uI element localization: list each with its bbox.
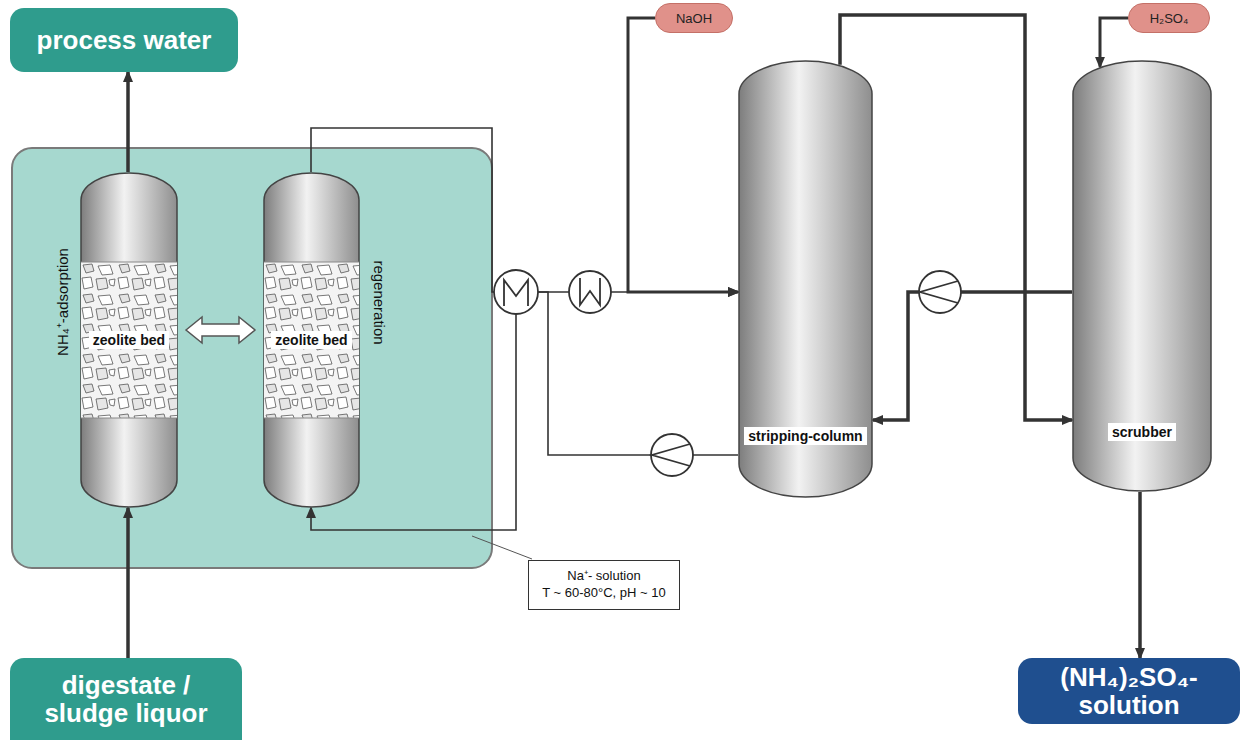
pump-symbol [651, 434, 693, 476]
node-label: H₂SO₄ [1150, 11, 1189, 26]
flow-line [1138, 492, 1142, 658]
node-label: Na⁺- solution [567, 568, 640, 585]
node-label: NaOH [676, 11, 712, 26]
column-side-label: NH₄⁺-adsorption [52, 248, 72, 356]
process-panel [12, 148, 492, 568]
chemical-input: NaOH [655, 3, 733, 33]
flow-line [126, 508, 130, 658]
zeolite-column: zeolite bedregeneration [263, 172, 360, 508]
pump-symbol [919, 271, 961, 313]
node-label: process water [25, 22, 224, 58]
node-label: digestate / sludge liquor [10, 667, 242, 731]
product-box: (NH₄)₂SO₄-solution [1018, 658, 1240, 724]
zeolite-column: NH₄⁺-adsorptionzeolite bed [80, 172, 178, 508]
inlet-box: digestate / sludge liquor [10, 658, 242, 740]
callout-box: Na⁺- solutionT ~ 60-80°C, pH ~ 10 [528, 560, 680, 610]
column-side-label: regeneration [370, 260, 387, 344]
switch-arrow [186, 317, 255, 343]
heater-symbol [569, 271, 611, 313]
column-label: stripping-column [744, 427, 866, 445]
outlet-box: process water [10, 8, 238, 72]
node-label: (NH₄)₂SO₄-solution [1018, 659, 1240, 723]
flow-line [1100, 18, 1128, 67]
stripping-column: stripping-column [738, 60, 873, 498]
column-label: scrubber [1108, 423, 1176, 441]
leader-line [472, 536, 532, 559]
flow-line [873, 292, 1072, 420]
column-label: zeolite bed [89, 331, 169, 349]
heat-exchanger-symbol [494, 270, 538, 314]
flow-line [126, 72, 130, 172]
flow-line [840, 15, 1072, 420]
scrubber-column: scrubber [1072, 60, 1212, 492]
column-label: zeolite bed [271, 331, 351, 349]
flow-line [628, 18, 738, 292]
node-label: T ~ 60-80°C, pH ~ 10 [542, 585, 665, 602]
chemical-input: H₂SO₄ [1128, 3, 1210, 33]
